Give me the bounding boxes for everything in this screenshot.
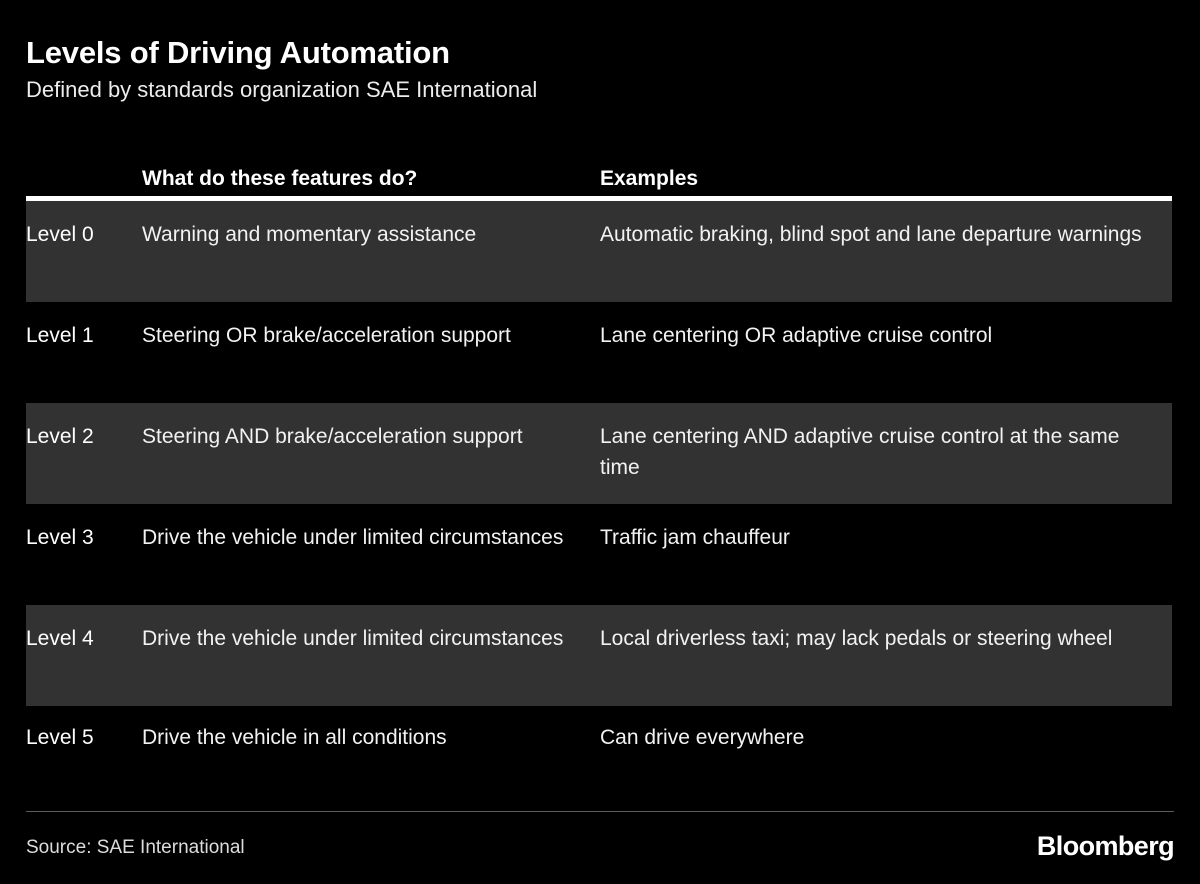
cell-level: Level 0 [26,223,94,246]
cell-what: Drive the vehicle under limited circumst… [142,526,564,549]
cell-what: Steering AND brake/acceleration support [142,425,523,448]
cell-example: Lane centering AND adaptive cruise contr… [600,425,1120,479]
cell-example: Local driverless taxi; may lack pedals o… [600,627,1113,650]
footer-content: Source: SAE International Bloomberg [26,812,1175,861]
footer: Source: SAE International Bloomberg [26,811,1175,861]
column-header-what: What do these features do? [142,167,418,190]
cell-what: Drive the vehicle in all conditions [142,726,447,749]
page-subtitle: Defined by standards organization SAE In… [26,77,538,102]
table-row: Level 3 Drive the vehicle under limited … [26,504,1172,605]
table-row: Level 5 Drive the vehicle in all conditi… [26,706,1172,767]
cell-example: Lane centering OR adaptive cruise contro… [600,324,993,347]
table-row: Level 4 Drive the vehicle under limited … [26,605,1172,706]
cell-level: Level 3 [26,526,94,549]
page-title: Levels of Driving Automation [26,35,450,70]
table-row: Level 2 Steering AND brake/acceleration … [26,403,1172,504]
column-header-examples: Examples [600,167,699,190]
cell-level: Level 5 [26,726,94,749]
table-row: Level 1 Steering OR brake/acceleration s… [26,302,1172,403]
header-divider-rule [26,196,1172,201]
cell-example: Automatic braking, blind spot and lane d… [600,223,1142,246]
cell-example: Can drive everywhere [600,726,805,749]
table-row: Level 0 Warning and momentary assistance… [26,201,1172,302]
cell-what: Steering OR brake/acceleration support [142,324,511,347]
table-header-row: What do these features do? Examples [26,140,1172,196]
header: Levels of Driving Automation Defined by … [26,34,1174,105]
cell-level: Level 2 [26,425,94,448]
cell-what: Drive the vehicle under limited circumst… [142,627,564,650]
cell-what: Warning and momentary assistance [142,223,477,246]
source-attribution: Source: SAE International [26,837,245,858]
footer-divider-rule [26,811,1174,812]
cell-level: Level 4 [26,627,94,650]
automation-levels-table: What do these features do? Examples Leve… [26,140,1172,767]
cell-example: Traffic jam chauffeur [600,526,790,549]
cell-level: Level 1 [26,324,94,347]
bloomberg-logo: Bloomberg [1036,831,1175,861]
